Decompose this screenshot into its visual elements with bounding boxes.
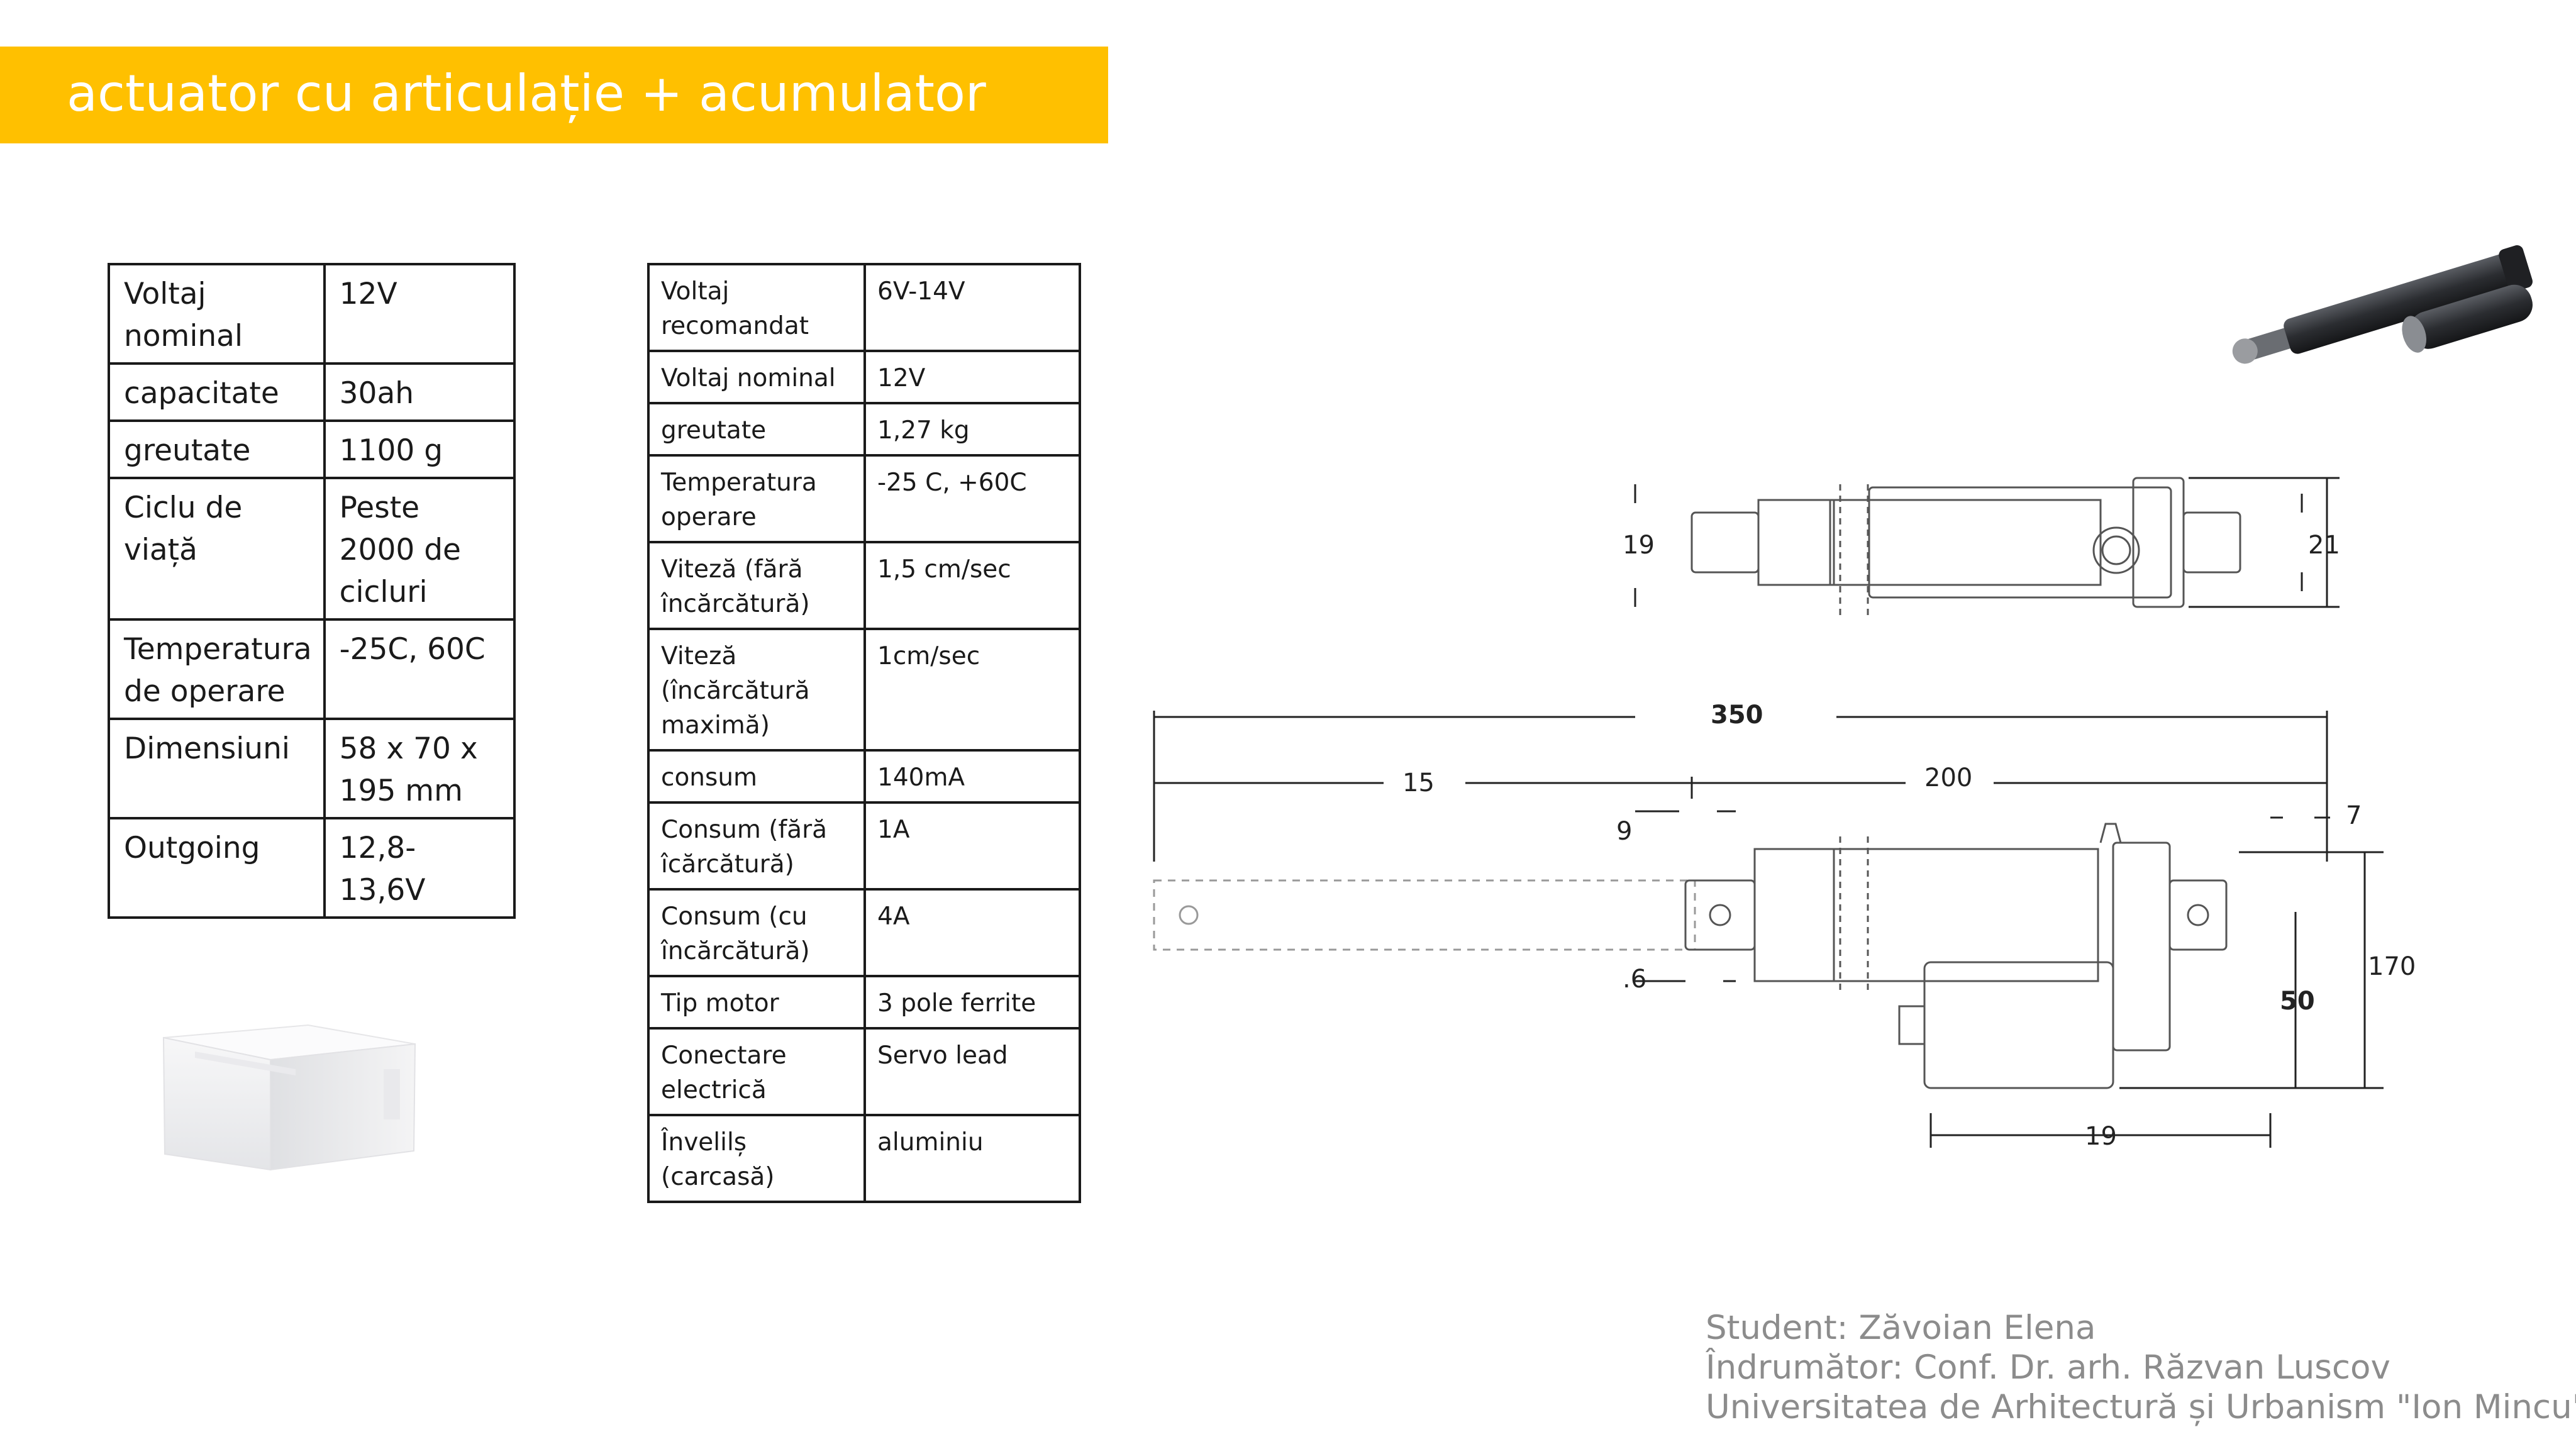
spec-value: -25C, 60C: [323, 618, 516, 720]
table-row: Viteză (fără încărcătură)1,5 cm/sec: [647, 541, 1081, 630]
spec-value: Servo lead: [863, 1027, 1081, 1116]
dim-motor-length: 19: [2085, 1122, 2117, 1151]
spec-value: 1,5 cm/sec: [863, 541, 1081, 630]
dim-total-length: 350: [1711, 701, 1763, 730]
spec-label: Tip motor: [647, 975, 866, 1030]
spec-label: Voltaj nominal: [647, 350, 866, 404]
table-row: Temperatura de operare-25C, 60C: [108, 618, 516, 720]
spec-label: greutate: [108, 419, 326, 479]
page-title: actuator cu articulație + acumulator: [67, 64, 986, 123]
spec-value: 12V: [323, 263, 516, 365]
spec-label: Viteză (fără încărcătură): [647, 541, 866, 630]
spec-label: Temperatura de operare: [108, 618, 326, 720]
spec-value: Peste 2000 de cicluri: [323, 477, 516, 621]
spec-value: 6V-14V: [863, 263, 1081, 352]
spec-value: -25 C, +60C: [863, 454, 1081, 543]
spec-label: Dimensiuni: [108, 718, 326, 819]
spec-label: Voltaj nominal: [108, 263, 326, 365]
table-row: Consum (cu încărcătură)4A: [647, 888, 1081, 977]
table-row: Consum (fără îcărcătură)1A: [647, 801, 1081, 891]
table-row: Învelilș (carcasă)aluminiu: [647, 1114, 1081, 1203]
spec-label: Conectare electrică: [647, 1027, 866, 1116]
spec-value: 140mA: [863, 749, 1081, 804]
battery-box-image: [162, 1024, 416, 1171]
spec-label: Outgoing: [108, 817, 326, 919]
spec-label: consum: [647, 749, 866, 804]
spec-value: 3 pole ferrite: [863, 975, 1081, 1030]
spec-value: 1,27 kg: [863, 402, 1081, 457]
spec-value: 58 x 70 x 195 mm: [323, 718, 516, 819]
university-name: Universitatea de Arhitectură și Urbanism…: [1706, 1388, 2576, 1426]
spec-label: Consum (cu încărcătură): [647, 888, 866, 977]
spec-value: 12V: [863, 350, 1081, 404]
actuator-technical-drawing: 19 21 350 15 200 7 9 .6 170 50 19: [1153, 477, 2416, 1151]
student-name: Student: Zăvoian Elena: [1706, 1309, 2096, 1347]
credits: Student: Zăvoian Elena Îndrumător: Conf.…: [1706, 1308, 2576, 1427]
dim-top-right-height: 21: [2308, 531, 2340, 560]
spec-value: 12,8-13,6V: [323, 817, 516, 919]
spec-label: Temperatura operare: [647, 454, 866, 543]
spec-label: greutate: [647, 402, 866, 457]
spec-value: 30ah: [323, 362, 516, 422]
spec-label: Ciclu de viață: [108, 477, 326, 621]
actuator-image: [2232, 245, 2533, 364]
spec-label: Viteză (încărcătură maximă): [647, 628, 866, 752]
table-row: Temperatura operare-25 C, +60C: [647, 454, 1081, 543]
spec-label: Consum (fără îcărcătură): [647, 801, 866, 891]
dim-top-left-height: 19: [1623, 531, 1655, 560]
spec-value: 1A: [863, 801, 1081, 891]
spec-label: Învelilș (carcasă): [647, 1114, 866, 1203]
dim-front-offset: 9: [1616, 817, 1632, 846]
spec-value: 4A: [863, 888, 1081, 977]
dim-body-length: 200: [1924, 763, 1972, 792]
dim-overall-height: 170: [2368, 952, 2416, 981]
dim-front-eye: .6: [1623, 965, 1646, 994]
dim-rear-offset: 7: [2346, 801, 2362, 830]
dim-stroke: 15: [1402, 769, 1435, 797]
spec-label: capacitate: [108, 362, 326, 422]
advisor-name: Îndrumător: Conf. Dr. arh. Răzvan Luscov: [1706, 1348, 2390, 1387]
dim-motor-height: 50: [2280, 987, 2315, 1016]
spec-label: Voltaj recomandat: [647, 263, 866, 352]
spec-value: aluminiu: [863, 1114, 1081, 1203]
title-bar: actuator cu articulație + acumulator: [0, 47, 1108, 143]
table-row: Viteză (încărcătură maximă)1cm/sec: [647, 628, 1081, 752]
spec-value: 1cm/sec: [863, 628, 1081, 752]
spec-value: 1100 g: [323, 419, 516, 479]
